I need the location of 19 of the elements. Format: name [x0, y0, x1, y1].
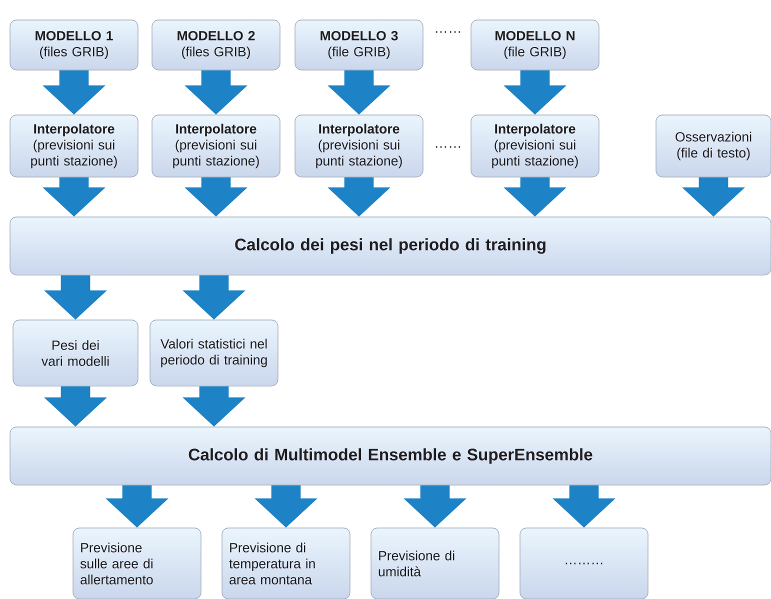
output-box: Previsione sulle aree di allertamento: [72, 528, 202, 599]
process-box: MODELLO N (file GRIB): [470, 20, 600, 70]
output-box: Previsione di umidità: [370, 528, 500, 599]
ellipsis: ……: [436, 146, 460, 148]
process-box: Interpolatore (previsioni sui punti stazione): [470, 114, 600, 178]
process-box: Interpolatore (previsioni sui punti stazione): [10, 114, 138, 178]
ellipsis: ……: [436, 31, 460, 33]
process-box: Interpolatore (previsioni sui punti stazione): [294, 114, 424, 178]
output-box: ………: [520, 528, 648, 599]
process-box: Interpolatore (previsioni sui punti stazione): [152, 114, 280, 178]
process-box: Osservazioni (file di testo): [656, 114, 771, 178]
process-box: MODELLO 1 (files GRIB): [10, 20, 138, 70]
process-box: Valori statistici nel periodo di training: [150, 320, 278, 386]
process-box: Pesi dei vari modelli: [12, 320, 138, 386]
process-band: Calcolo dei pesi nel periodo di training: [10, 216, 771, 276]
process-band: Calcolo di Multimodel Ensemble e SuperEnsemble: [10, 426, 771, 486]
process-box: MODELLO 3 (file GRIB): [294, 20, 424, 70]
output-box: Previsione di temperatura in area montana: [222, 528, 350, 599]
process-box: MODELLO 2 (files GRIB): [152, 20, 280, 70]
